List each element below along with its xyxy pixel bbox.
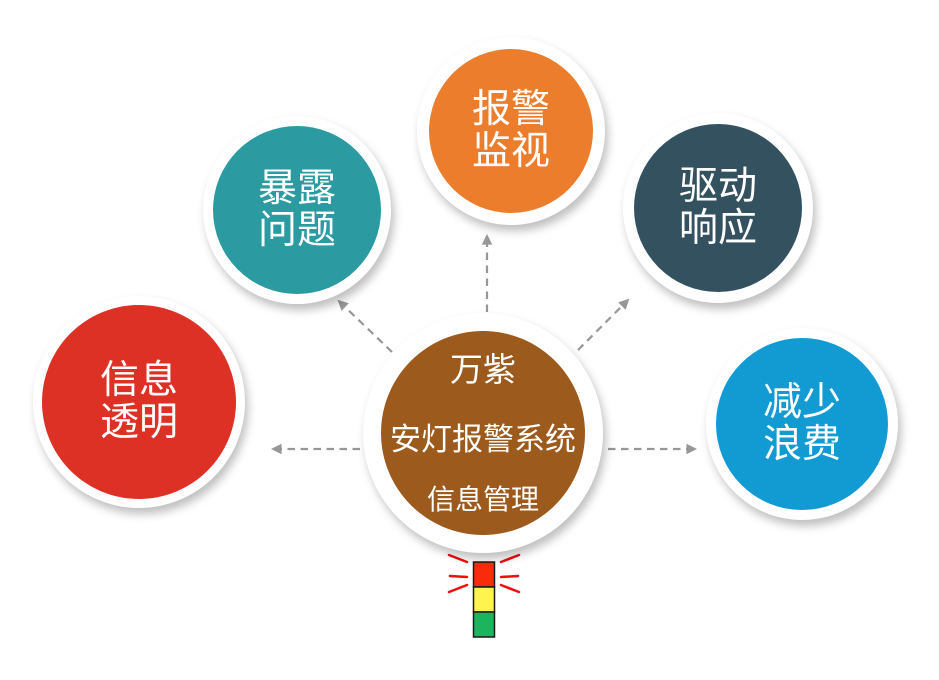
node-info-transparency-disc: 信息 透明 <box>42 305 236 499</box>
node-label-line: 问题 <box>257 209 336 252</box>
ray-left-top <box>447 553 469 564</box>
arrow-to-drive-response <box>577 298 630 351</box>
node-expose-problems: 暴露 问题 <box>203 116 391 304</box>
node-label-line: 透明 <box>99 401 178 444</box>
node-info-transparency: 信息 透明 <box>33 296 245 508</box>
node-expose-problems-disc: 暴露 问题 <box>213 126 381 294</box>
node-label-line: 减少 <box>762 381 841 424</box>
node-label-line: 信息 <box>99 359 178 402</box>
node-center-disc: 万紫 安灯报警系统 信息管理 <box>381 331 585 535</box>
node-label-line: 监视 <box>471 130 550 173</box>
node-alarm-monitoring-disc: 报警 监视 <box>429 49 593 213</box>
node-label-line: 浪费 <box>762 423 841 466</box>
node-center-system: 万紫 安灯报警系统 信息管理 <box>363 313 603 553</box>
node-drive-response-disc: 驱动 响应 <box>634 124 802 292</box>
andon-green-lamp <box>472 611 496 638</box>
node-drive-response: 驱动 响应 <box>623 113 813 303</box>
node-alarm-monitoring: 报警 监视 <box>417 37 605 225</box>
ray-right-top <box>499 553 521 564</box>
node-label-line: 报警 <box>471 88 550 131</box>
andon-light <box>447 553 521 638</box>
ray-left-mid <box>448 574 469 579</box>
center-title: 万紫 <box>450 350 516 388</box>
node-reduce-waste-disc: 减少 浪费 <box>716 338 888 510</box>
center-subtitle: 安灯报警系统 <box>390 421 576 457</box>
node-label-line: 暴露 <box>257 167 336 210</box>
node-label-line: 响应 <box>678 207 757 250</box>
andon-red-lamp <box>472 561 496 588</box>
andon-rays <box>447 553 521 594</box>
ray-left-bottom <box>447 583 469 594</box>
ray-right-bottom <box>499 583 521 594</box>
andon-yellow-lamp <box>472 586 496 613</box>
node-label-line: 驱动 <box>678 165 757 208</box>
center-caption: 信息管理 <box>426 483 539 515</box>
arrow-to-expose-problems <box>337 299 393 353</box>
node-reduce-waste: 减少 浪费 <box>706 328 898 520</box>
ray-right-mid <box>499 574 520 579</box>
